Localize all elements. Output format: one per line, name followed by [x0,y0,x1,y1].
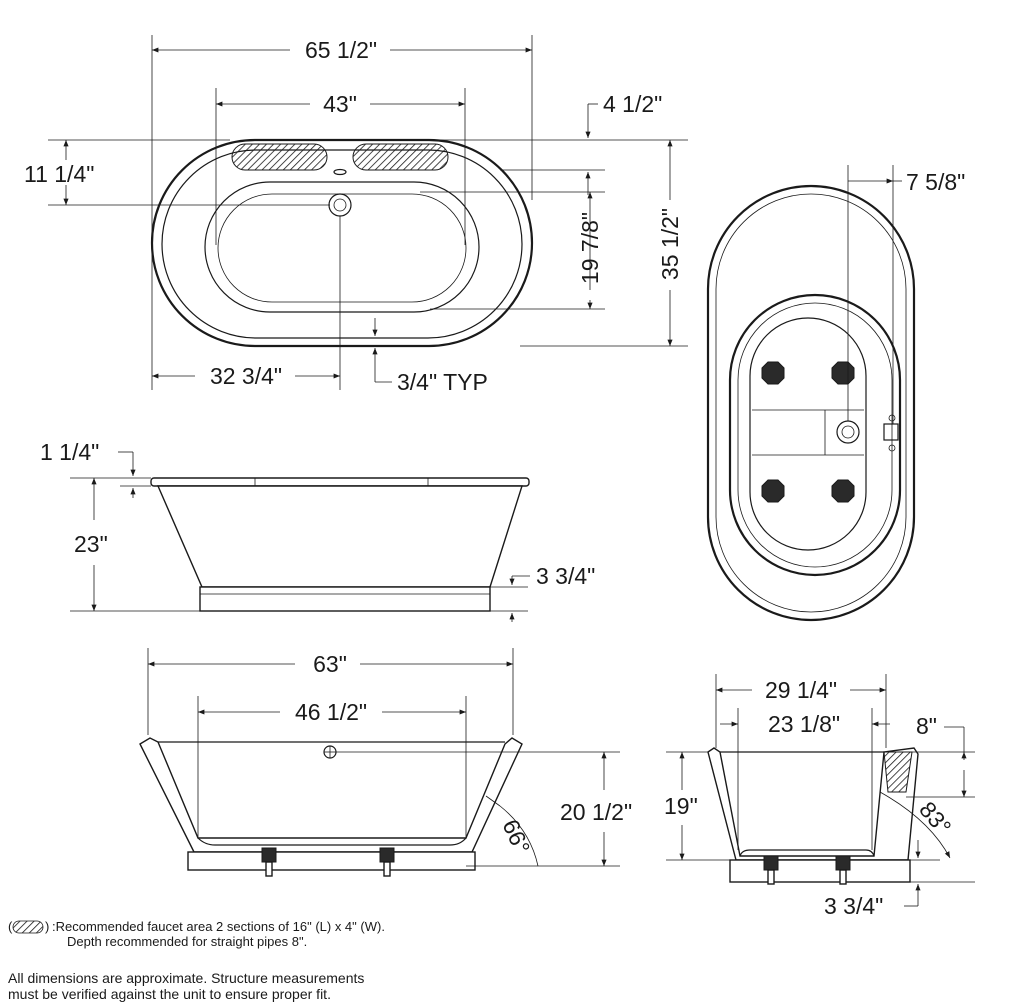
dim-drain-from-end: 32 3/4" [210,363,282,389]
foot [831,361,855,385]
top-outer-rim [150,138,534,348]
front-base [187,851,476,871]
top-view: 65 1/2" 43" 4 1/2" 11 1/4" 19 7/8" 35 1/… [24,35,688,395]
front-feet [261,847,395,877]
faucet-area-left [231,143,328,171]
side-base [199,586,491,612]
end-base [729,859,911,883]
bottom-base-inner [737,302,893,568]
dim-drain-offset: 11 1/4" [24,161,94,187]
front-shell [139,737,523,853]
dim-rim-thickness: 3/4" TYP [397,369,488,395]
top-basin [204,181,480,313]
dim-inner-width: 19 7/8" [577,212,603,284]
dim-bottom-drain-offset: 7 5/8" [906,169,965,195]
side-rim [150,477,530,487]
dim-front-angle: 66° [497,815,535,857]
bottom-view: 7 5/8" [706,165,965,622]
dim-end-inner-width: 23 1/8" [768,711,840,737]
disclaimer-line2: must be verified against the unit to ens… [8,986,331,1002]
dim-front-depth: 20 1/2" [560,799,632,825]
foot [761,361,785,385]
dim-end-base-height: 3 3/4" [824,893,883,919]
dim-end-faucet-depth: 8" [916,713,937,739]
dim-inner-length: 43" [323,91,357,117]
disclaimer-line1: All dimensions are approximate. Structur… [8,970,364,986]
faucet-area-note-line1: :Recommended faucet area 2 sections of 1… [52,919,385,934]
bottom-drain [836,420,860,444]
svg-text:(: ( [8,919,13,934]
top-inner-rim [161,149,523,339]
dim-overall-length: 65 1/2" [305,37,377,63]
foot [831,479,855,503]
dim-side-height: 23" [74,531,108,557]
foot [761,479,785,503]
dim-front-bottom-length: 46 1/2" [295,699,367,725]
bottom-drain-inner [841,425,855,439]
bottom-frame [749,317,867,551]
end-feet [763,855,851,885]
dim-side-base-height: 3 3/4" [536,563,595,589]
dim-rim-height: 1 1/4" [40,439,99,465]
faucet-area-right [352,143,449,171]
notes: ( ) :Recommended faucet area 2 sections … [8,919,385,1002]
svg-text:): ) [45,919,49,934]
side-view: 1 1/4" 23" 3 3/4" [40,439,595,622]
bottom-outer-inner [715,193,907,613]
faucet-area-legend-icon [12,920,44,934]
dim-end-angle: 83° [914,797,956,840]
side-body [156,485,523,588]
top-drain [328,193,352,217]
top-drain-inner [333,198,347,212]
top-basin-floor [217,193,467,303]
dim-front-outer-length: 63" [313,651,347,677]
dim-end-outer-width: 29 1/4" [765,677,837,703]
dim-rim-offset: 4 1/2" [603,91,662,117]
front-section: 63" 46 1/2" 20 1/2" 66° [139,648,632,877]
bottom-outer [706,184,916,622]
faucet-area-note-line2: Depth recommended for straight pipes 8". [67,934,307,949]
overflow-fitting [883,423,899,441]
bottom-feet [761,361,855,503]
end-faucet-deck [883,751,913,793]
bottom-base [728,293,902,577]
dim-end-depth: 19" [664,793,698,819]
end-section: 29 1/4" 23 1/8" 8" 19" 83° 3 3/4" [664,674,975,919]
dim-overall-width: 35 1/2" [657,208,683,280]
overflow-slot [333,168,347,176]
